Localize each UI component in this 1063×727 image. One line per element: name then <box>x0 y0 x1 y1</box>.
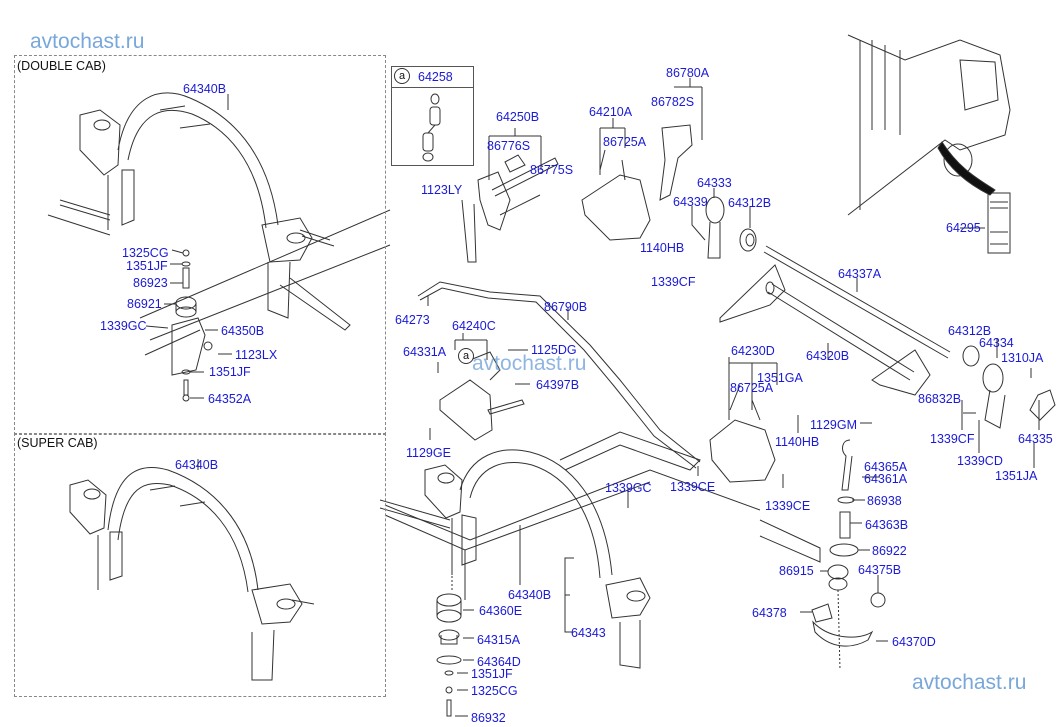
part-label-64364D[interactable]: 64364D <box>477 655 521 669</box>
double-cab-section <box>14 55 386 435</box>
part-label-64258[interactable]: 64258 <box>418 70 453 84</box>
part-label-64335[interactable]: 64335 <box>1018 432 1053 446</box>
part-label-86923[interactable]: 86923 <box>133 276 168 290</box>
double-cab-title: (DOUBLE CAB) <box>17 59 106 73</box>
part-label-64361A[interactable]: 64361A <box>864 472 908 486</box>
part-label-1339CE[interactable]: 1339CE <box>765 499 811 513</box>
main-assembly-drawing <box>379 34 1056 717</box>
part-label-64312B[interactable]: 64312B <box>728 196 772 210</box>
super-cab-frame-drawing <box>69 459 315 681</box>
part-label-86832B[interactable]: 86832B <box>918 392 962 406</box>
part-label-1351JF[interactable]: 1351JF <box>126 259 168 273</box>
watermark-bottom: avtochast.ru <box>912 671 1027 694</box>
part-label-64378[interactable]: 64378 <box>752 606 787 620</box>
part-label-64365A[interactable]: 64365A <box>864 460 908 474</box>
part-label-1351GA[interactable]: 1351GA <box>757 371 803 385</box>
callout-marker-a: a <box>458 348 474 364</box>
part-label-1339CD[interactable]: 1339CD <box>957 454 1003 468</box>
part-label-1129GM[interactable]: 1129GM <box>810 418 858 432</box>
part-label-86922[interactable]: 86922 <box>872 544 907 558</box>
spring-link-icon <box>422 93 441 162</box>
part-label-1339GC[interactable]: 1339GC <box>605 481 652 495</box>
super-cab-section <box>14 433 386 697</box>
part-label-64250B[interactable]: 64250B <box>496 110 540 124</box>
part-label-64320B[interactable]: 64320B <box>806 349 850 363</box>
part-label-86938[interactable]: 86938 <box>867 494 902 508</box>
part-label-1325CG[interactable]: 1325CG <box>122 246 169 260</box>
part-label-86776S[interactable]: 86776S <box>487 139 531 153</box>
part-label-64363B[interactable]: 64363B <box>865 518 909 532</box>
part-label-1140HB[interactable]: 1140HB <box>640 241 685 255</box>
part-label-64340B-double-cab[interactable]: 64340B <box>183 82 227 96</box>
part-label-64340B-super-cab[interactable]: 64340B <box>175 458 219 472</box>
part-label-86775S[interactable]: 86775S <box>530 163 574 177</box>
part-label-64350B[interactable]: 64350B <box>221 324 265 338</box>
part-label-64273[interactable]: 64273 <box>395 313 430 327</box>
part-label-64397B[interactable]: 64397B <box>536 378 580 392</box>
part-label-1339CF[interactable]: 1339CF <box>930 432 975 446</box>
watermark-top: avtochast.ru <box>30 30 145 53</box>
double-cab-frame-drawing <box>47 92 391 402</box>
part-label-86790B[interactable]: 86790B <box>544 300 588 314</box>
part-label-1129GE[interactable]: 1129GE <box>406 446 451 460</box>
part-label-64360E[interactable]: 64360E <box>479 604 523 618</box>
part-label-64375B[interactable]: 64375B <box>858 563 902 577</box>
part-label-1310JA[interactable]: 1310JA <box>1001 351 1044 365</box>
part-label-86915[interactable]: 86915 <box>779 564 814 578</box>
part-label-64370D[interactable]: 64370D <box>892 635 936 649</box>
part-label-64240C[interactable]: 64240C <box>452 319 496 333</box>
super-cab-title: (SUPER CAB) <box>17 436 98 450</box>
part-label-64230D[interactable]: 64230D <box>731 344 775 358</box>
part-label-1351JF[interactable]: 1351JF <box>471 667 513 681</box>
watermark-middle: avtochast.ru <box>472 352 587 375</box>
part-label-64331A[interactable]: 64331A <box>403 345 447 359</box>
part-label-1351JA[interactable]: 1351JA <box>995 469 1038 483</box>
part-label-64315A[interactable]: 64315A <box>477 633 521 647</box>
part-label-1140HB[interactable]: 1140HB <box>775 435 820 449</box>
part-label-1351JF[interactable]: 1351JF <box>209 365 251 379</box>
part-label-64295[interactable]: 64295 <box>946 221 981 235</box>
part-label-1339GC[interactable]: 1339GC <box>100 319 147 333</box>
part-label-1123LX[interactable]: 1123LX <box>235 348 278 362</box>
part-label-64352A[interactable]: 64352A <box>208 392 252 406</box>
part-label-64333[interactable]: 64333 <box>697 176 732 190</box>
part-label-86725A[interactable]: 86725A <box>730 381 774 395</box>
part-label-1339CF[interactable]: 1339CF <box>651 275 696 289</box>
inset-marker-a: a <box>394 68 410 84</box>
part-label-64337A[interactable]: 64337A <box>838 267 882 281</box>
part-label-64343[interactable]: 64343 <box>571 626 606 640</box>
part-label-1325CG[interactable]: 1325CG <box>471 684 518 698</box>
part-label-86932[interactable]: 86932 <box>471 711 506 725</box>
part-label-64339[interactable]: 64339 <box>673 195 708 209</box>
part-label-86782S[interactable]: 86782S <box>651 95 695 109</box>
part-label-64312B[interactable]: 64312B <box>948 324 992 338</box>
part-label-64334[interactable]: 64334 <box>979 336 1014 350</box>
part-label-86725A[interactable]: 86725A <box>603 135 647 149</box>
part-label-1125DG[interactable]: 1125DG <box>531 343 577 357</box>
part-label-1339CE[interactable]: 1339CE <box>670 480 716 494</box>
part-label-64340B[interactable]: 64340B <box>508 588 552 602</box>
part-label-64210A[interactable]: 64210A <box>589 105 633 119</box>
part-label-86780A[interactable]: 86780A <box>666 66 710 80</box>
part-label-86921[interactable]: 86921 <box>127 297 162 311</box>
part-label-1123LY[interactable]: 1123LY <box>421 183 463 197</box>
